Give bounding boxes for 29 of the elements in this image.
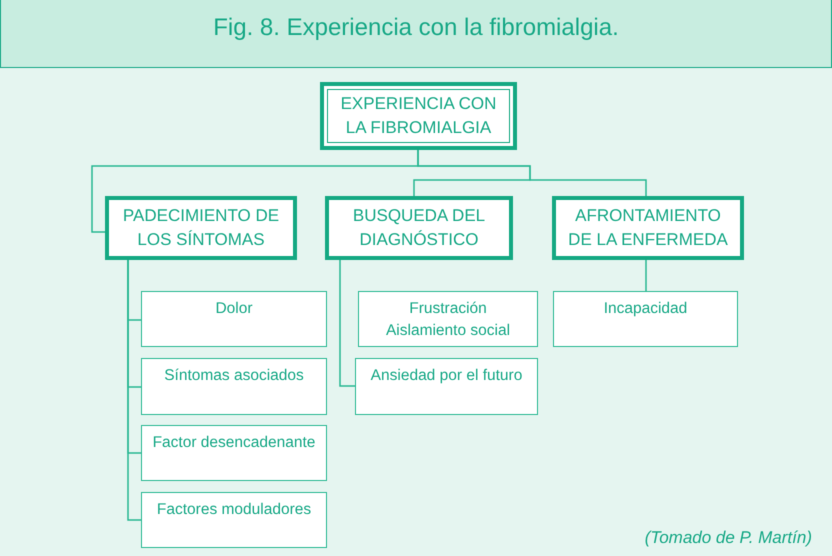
box-text: Factores moduladores <box>156 500 312 520</box>
box-text: Aislamiento social <box>384 321 512 341</box>
item-box <box>141 492 327 548</box>
box-text: Dolor <box>214 299 254 319</box>
category-box <box>320 82 517 150</box>
connector-line <box>645 260 647 291</box>
item-box <box>358 291 538 347</box>
connector-line <box>417 150 647 196</box>
box-text: BUSQUEDA DEL DIAGNÓSTICO <box>352 205 486 251</box>
item-box <box>355 358 538 415</box>
connector-line <box>339 260 355 387</box>
box-text: Ansiedad por el futuro <box>370 366 524 386</box>
box-text: Factor desencadenante <box>152 433 316 453</box>
figure-title: Fig. 8. Experiencia con la fibromialgia. <box>212 14 620 42</box>
category-box <box>325 196 513 260</box>
item-box <box>553 291 738 347</box>
box-text: Síntomas asociados <box>163 366 305 386</box>
box-text: Frustración <box>408 299 488 319</box>
category-box <box>552 196 744 260</box>
item-box <box>141 425 327 481</box>
box-text: EXPERIENCIA CON LA FIBROMIALGIA <box>340 93 498 139</box>
box-text: AFRONTAMIENTO DE LA ENFERMEDA <box>567 205 729 251</box>
item-box <box>141 291 327 347</box>
item-box <box>141 358 327 415</box>
caption: (Tomado de P. Martín) <box>644 528 812 548</box>
connector-line <box>127 260 141 521</box>
box-text: PADECIMIENTO DE LOS SÍNTOMAS <box>122 205 280 251</box>
category-box <box>105 196 297 260</box>
box-text: Incapacidad <box>602 299 688 319</box>
